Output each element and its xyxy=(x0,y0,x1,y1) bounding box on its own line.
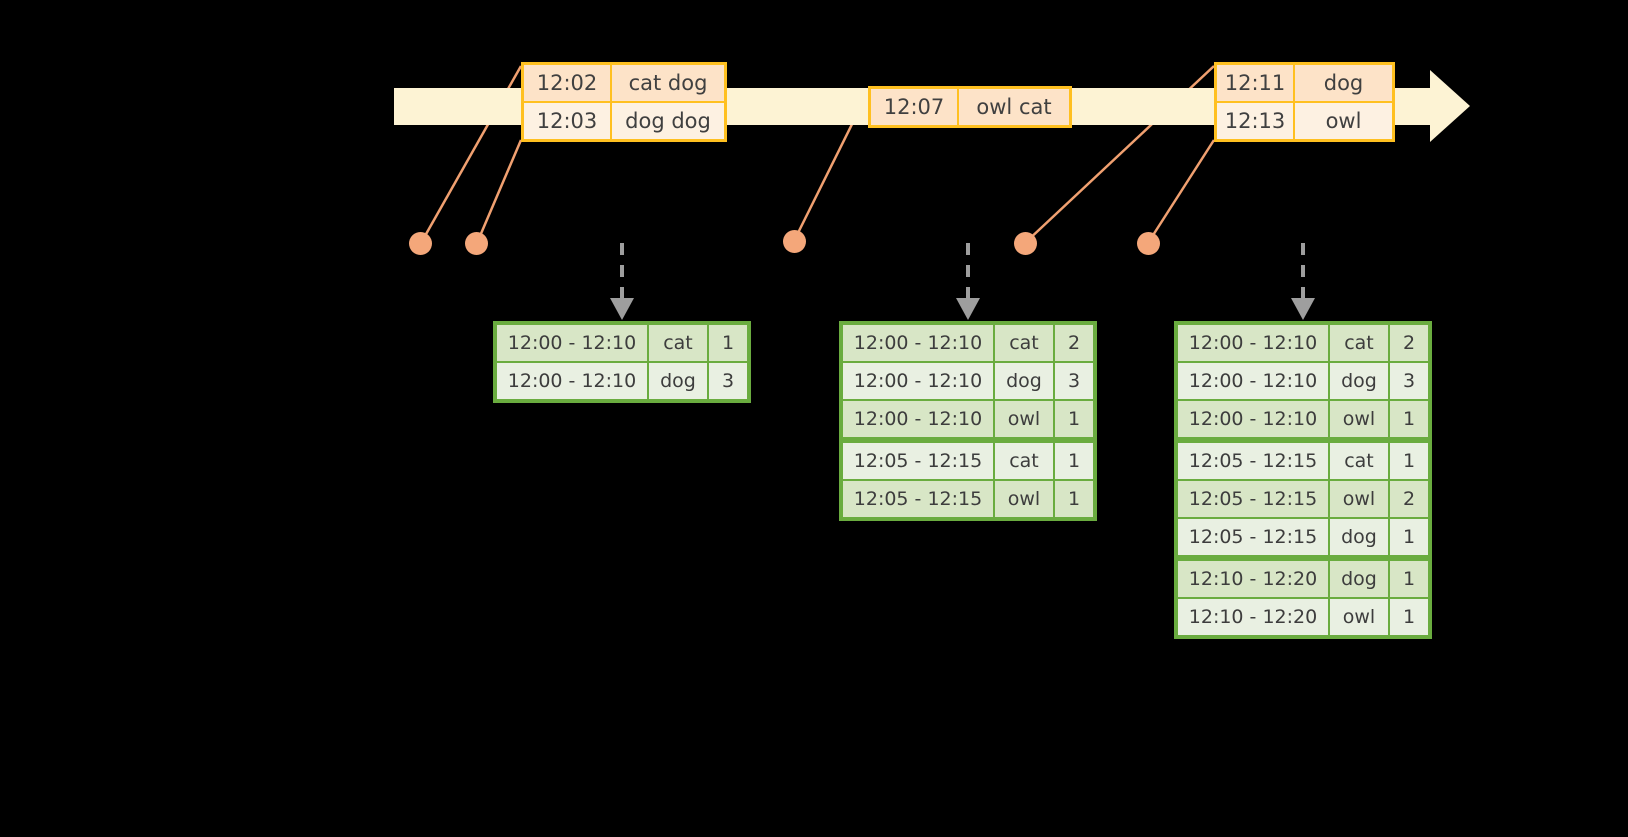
event-text: owl cat xyxy=(959,89,1069,125)
stream-timeline-arrowhead xyxy=(1430,70,1470,142)
result-count-cell: 1 xyxy=(1390,519,1428,555)
result-window-cell: 12:10 - 12:20 xyxy=(1178,561,1328,597)
result-count-cell: 1 xyxy=(709,325,747,361)
result-key-cell: owl xyxy=(1330,599,1388,635)
result-window-cell: 12:05 - 12:15 xyxy=(1178,519,1328,555)
result-window-cell: 12:05 - 12:15 xyxy=(1178,443,1328,479)
down-arrow-head-1 xyxy=(610,298,634,320)
event-time: 12:07 xyxy=(871,89,959,125)
event-text: cat dog xyxy=(612,65,724,101)
result-count-cell: 3 xyxy=(1055,363,1093,399)
result-key-cell: cat xyxy=(995,443,1053,479)
result-count-cell: 1 xyxy=(1055,443,1093,479)
result-window-cell: 12:00 - 12:10 xyxy=(1178,401,1328,437)
stream-dot-5[interactable] xyxy=(1137,232,1160,255)
result-key-cell: cat xyxy=(649,325,707,361)
result-count-cell: 2 xyxy=(1055,325,1093,361)
result-window-cell: 12:10 - 12:20 xyxy=(1178,599,1328,635)
result-count-cell: 1 xyxy=(1390,561,1428,597)
stream-dot-2[interactable] xyxy=(465,232,488,255)
result-key-cell: cat xyxy=(995,325,1053,361)
result-key-cell: dog xyxy=(1330,561,1388,597)
event-row: 12:07 owl cat xyxy=(871,89,1069,125)
result-window-cell: 12:00 - 12:10 xyxy=(497,363,647,399)
event-box-3[interactable]: 12:11 dog 12:13 owl xyxy=(1214,62,1395,142)
down-arrow-head-3 xyxy=(1291,298,1315,320)
result-key-cell: dog xyxy=(649,363,707,399)
result-window-cell: 12:00 - 12:10 xyxy=(843,363,993,399)
stream-dot-4[interactable] xyxy=(1014,232,1037,255)
result-count-cell: 1 xyxy=(1390,401,1428,437)
result-window-cell: 12:00 - 12:10 xyxy=(1178,325,1328,361)
event-time: 12:02 xyxy=(524,65,612,101)
event-text: dog dog xyxy=(612,103,724,139)
result-count-cell: 1 xyxy=(1055,401,1093,437)
event-row: 12:03 dog dog xyxy=(524,101,724,139)
result-key-cell: owl xyxy=(1330,401,1388,437)
stream-dot-1[interactable] xyxy=(409,232,432,255)
event-time: 12:11 xyxy=(1217,65,1295,101)
result-count-cell: 1 xyxy=(1390,599,1428,635)
event-row: 12:02 cat dog xyxy=(524,65,724,101)
event-row: 12:11 dog xyxy=(1217,65,1392,101)
result-window-cell: 12:00 - 12:10 xyxy=(843,401,993,437)
stream-dot-3[interactable] xyxy=(783,230,806,253)
result-window-cell: 12:05 - 12:15 xyxy=(843,443,993,479)
result-key-cell: owl xyxy=(995,401,1053,437)
result-count-cell: 1 xyxy=(1055,481,1093,517)
result-key-cell: dog xyxy=(1330,363,1388,399)
leader-line-2 xyxy=(475,139,523,244)
result-window-cell: 12:00 - 12:10 xyxy=(1178,363,1328,399)
result-window-cell: 12:00 - 12:10 xyxy=(497,325,647,361)
down-arrow-head-2 xyxy=(956,298,980,320)
result-count-cell: 2 xyxy=(1390,481,1428,517)
event-box-2[interactable]: 12:07 owl cat xyxy=(868,86,1072,128)
result-window-cell: 12:05 - 12:15 xyxy=(843,481,993,517)
event-row: 12:13 owl xyxy=(1217,101,1392,139)
result-key-cell: cat xyxy=(1330,443,1388,479)
event-text: dog xyxy=(1295,65,1392,101)
result-key-cell: owl xyxy=(995,481,1053,517)
result-key-cell: cat xyxy=(1330,325,1388,361)
result-key-cell: dog xyxy=(1330,519,1388,555)
result-count-cell: 3 xyxy=(1390,363,1428,399)
result-count-cell: 2 xyxy=(1390,325,1428,361)
result-window-cell: 12:00 - 12:10 xyxy=(843,325,993,361)
result-key-cell: dog xyxy=(995,363,1053,399)
result-count-cell: 3 xyxy=(709,363,747,399)
event-time: 12:03 xyxy=(524,103,612,139)
event-time: 12:13 xyxy=(1217,103,1295,139)
event-box-1[interactable]: 12:02 cat dog 12:03 dog dog xyxy=(521,62,727,142)
result-window-cell: 12:05 - 12:15 xyxy=(1178,481,1328,517)
event-text: owl xyxy=(1295,103,1392,139)
result-count-cell: 1 xyxy=(1390,443,1428,479)
result-key-cell: owl xyxy=(1330,481,1388,517)
leader-line-5 xyxy=(1146,139,1216,244)
